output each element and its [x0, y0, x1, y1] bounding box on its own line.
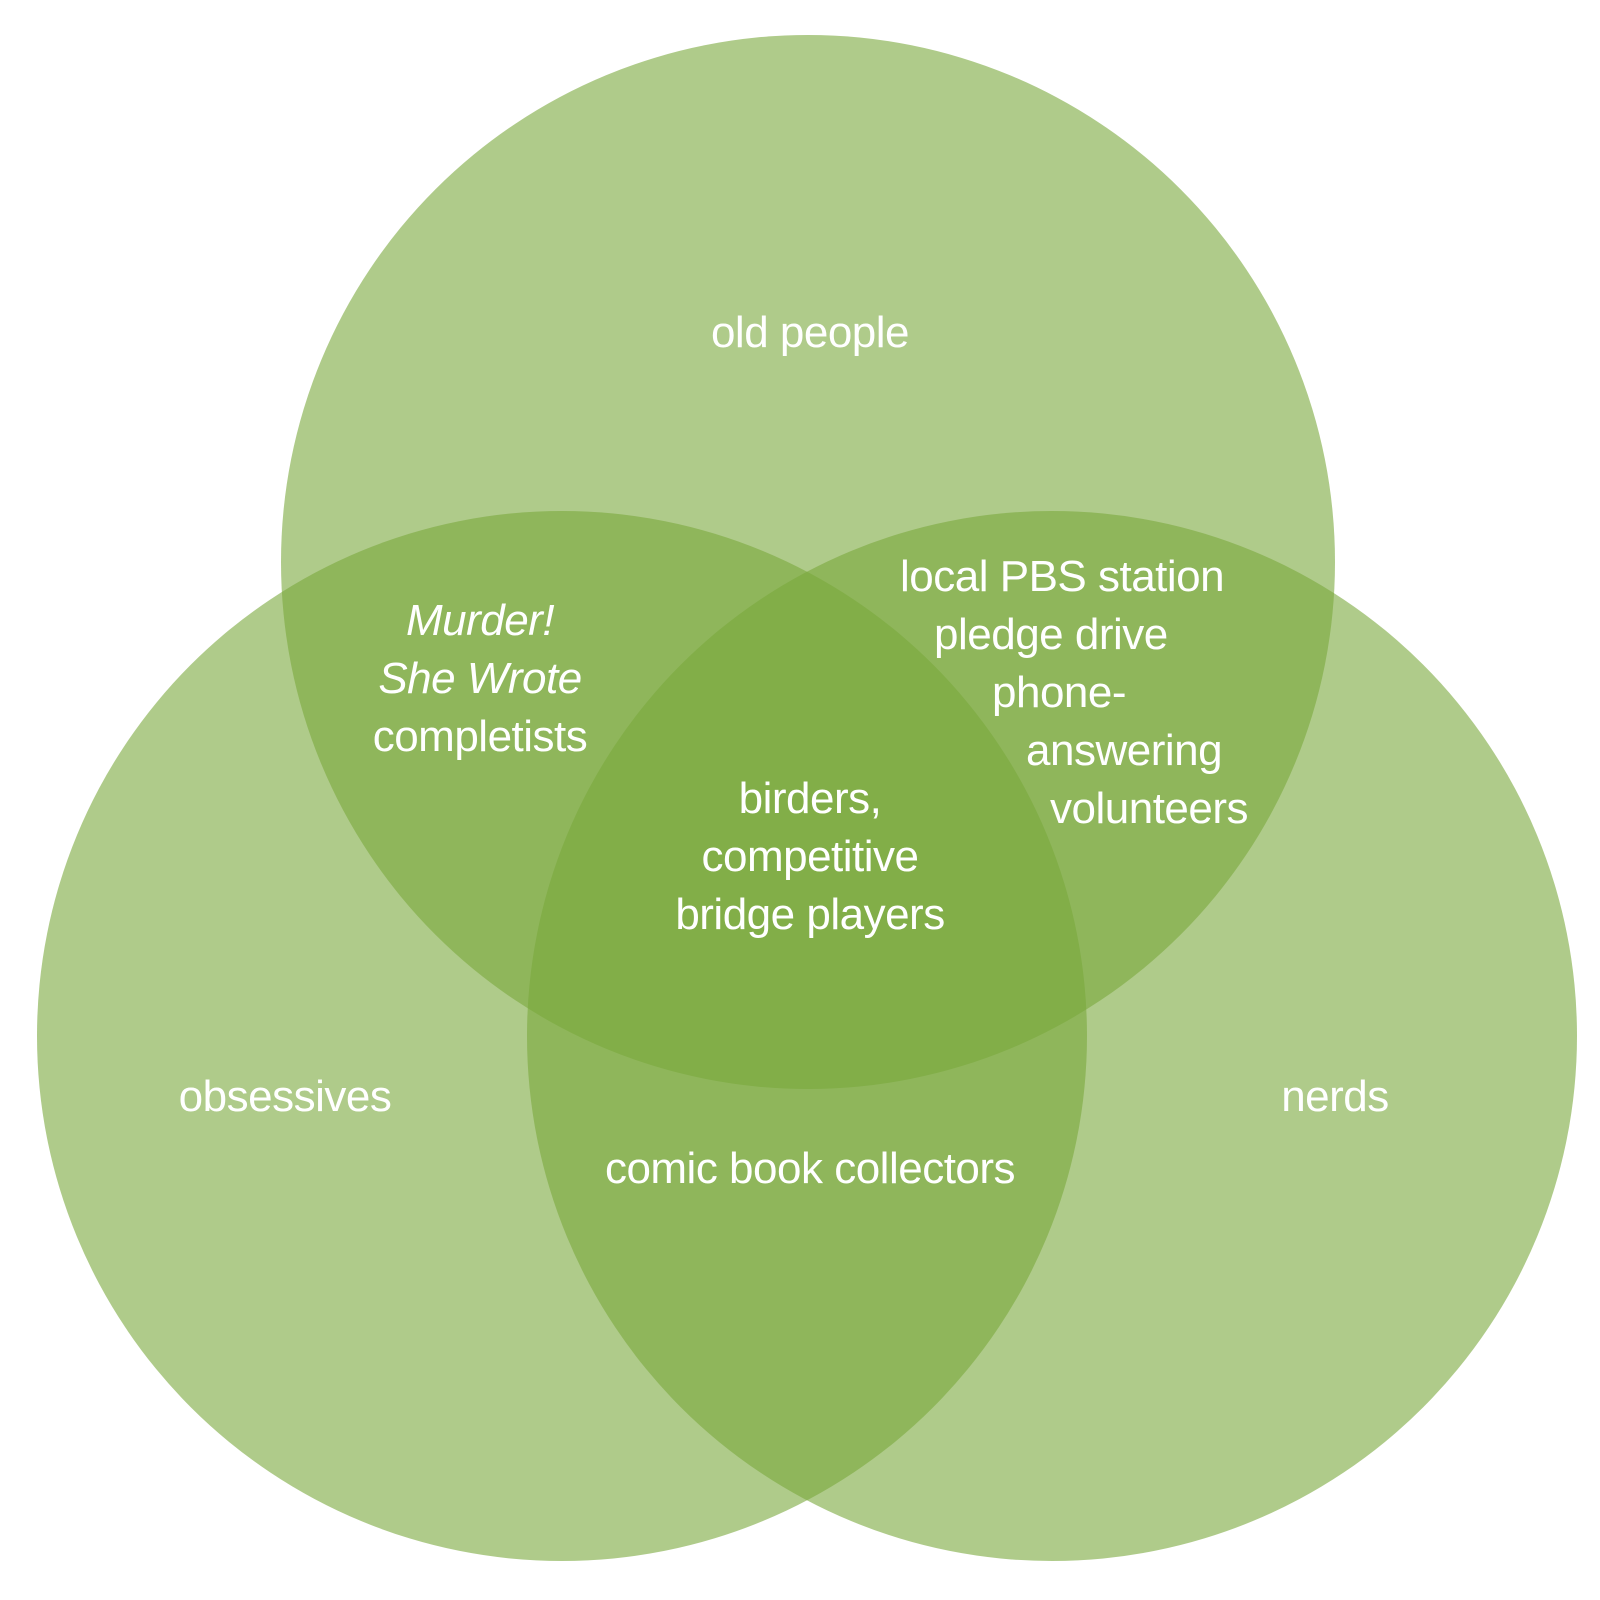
label-old-nerds-line2: pledge drive: [934, 610, 1168, 659]
label-all-three-line1: birders,: [738, 774, 882, 823]
label-all-three-line3: bridge players: [675, 890, 945, 939]
label-old-obsessives-line1: Murder!: [405, 596, 555, 645]
label-old-obsessives-line3: completists: [372, 712, 588, 761]
label-old-nerds-line3: phone-: [992, 668, 1127, 717]
label-old-nerds-line5: volunteers: [1050, 784, 1249, 833]
label-all-three-line2: competitive: [701, 832, 919, 881]
label-obsessives-nerds: comic book collectors: [604, 1144, 1016, 1193]
label-nerds: nerds: [1281, 1072, 1389, 1121]
label-obsessives: obsessives: [178, 1072, 392, 1121]
label-old-obsessives: Murder! She Wrote completists: [340, 592, 620, 766]
label-old-obsessives-line2: She Wrote: [378, 654, 582, 703]
label-old-people: old people: [710, 308, 910, 357]
circle-nerds: [527, 511, 1577, 1561]
label-all-three: birders, competitive bridge players: [640, 770, 980, 944]
label-old-nerds: local PBS station pledge drive phone- an…: [900, 548, 1249, 838]
label-old-nerds-line4: answering: [1026, 726, 1223, 775]
label-old-nerds-line1: local PBS station: [900, 552, 1225, 601]
